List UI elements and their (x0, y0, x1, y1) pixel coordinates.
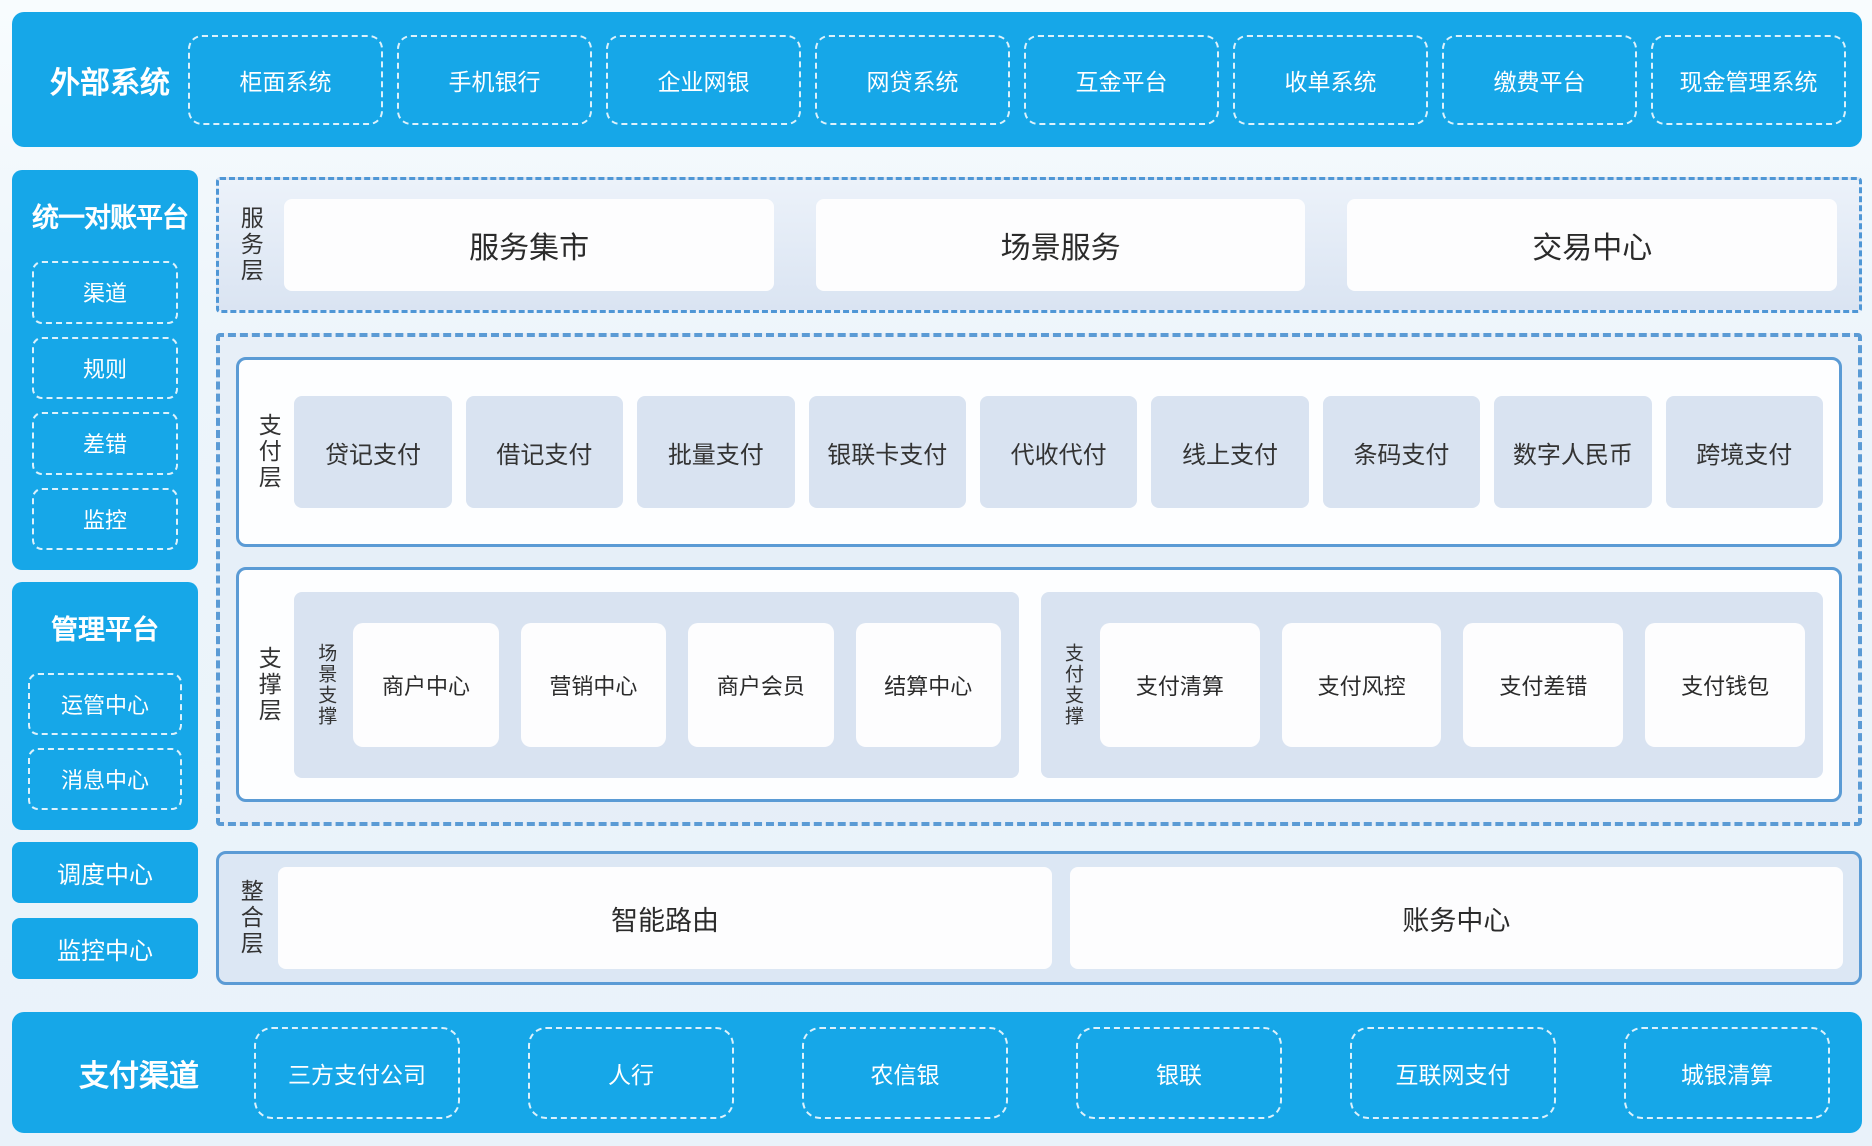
service-node: 服务集市 (284, 199, 774, 291)
scene-support-node: 商户中心 (353, 622, 499, 747)
payment-layer-items: 贷记支付借记支付批量支付银联卡支付代收代付线上支付条码支付数字人民币跨境支付 (294, 396, 1823, 508)
payment-node: 线上支付 (1151, 396, 1309, 508)
payment-support-node: 支付差错 (1463, 622, 1624, 747)
support-layer-label: 支撑层 (255, 645, 282, 724)
reconciliation-node: 监控 (32, 487, 178, 550)
payment-support-items: 支付清算支付风控支付差错支付钱包 (1099, 622, 1806, 747)
payment-channels-items: 三方支付公司人行农信银银联互联网支付城银清算 (254, 1026, 1830, 1119)
scene-support-node: 商户会员 (688, 622, 834, 747)
core-layers-wrapper: 支付层 贷记支付借记支付批量支付银联卡支付代收代付线上支付条码支付数字人民币跨境… (216, 333, 1862, 826)
management-platform-box: 管理平台 运管中心消息中心 (12, 582, 198, 830)
payment-channel-node: 三方支付公司 (254, 1026, 460, 1119)
service-layer-label: 服务层 (237, 206, 264, 284)
payment-channel-node: 城银清算 (1624, 1026, 1830, 1119)
external-system-node: 企业网银 (606, 34, 801, 125)
support-layer-box: 支撑层 场景支撑 商户中心营销中心商户会员结算中心 支付支撑 支付清算支付风控支… (236, 567, 1842, 802)
reconciliation-node: 规则 (32, 336, 178, 399)
reconciliation-node: 渠道 (32, 261, 178, 324)
external-system-node: 互金平台 (1024, 34, 1219, 125)
management-platform-title: 管理平台 (51, 615, 159, 645)
payment-support-group: 支付支撑 支付清算支付风控支付差错支付钱包 (1040, 591, 1823, 778)
reconciliation-platform-box: 统一对账平台 渠道规则差错监控 (12, 170, 198, 570)
payment-node: 代收代付 (979, 396, 1138, 508)
integration-node: 智能路由 (278, 867, 1052, 969)
service-node: 交易中心 (1347, 199, 1837, 291)
external-systems-bar: 外部系统 柜面系统手机银行企业网银网贷系统互金平台收单系统缴费平台现金管理系统 (12, 12, 1862, 147)
payment-channel-node: 互联网支付 (1350, 1026, 1556, 1119)
payment-channel-node: 农信银 (802, 1026, 1008, 1119)
external-system-node: 柜面系统 (188, 34, 383, 125)
payment-node: 借记支付 (465, 396, 624, 508)
service-layer-items: 服务集市场景服务交易中心 (284, 199, 1837, 291)
payment-channels-title: 支付渠道 (79, 1059, 199, 1093)
service-layer-section: 服务层 服务集市场景服务交易中心 (216, 177, 1862, 313)
integration-layer-section: 整合层 智能路由账务中心 (216, 851, 1862, 985)
service-node: 场景服务 (815, 199, 1306, 291)
payment-channels-bar: 支付渠道 三方支付公司人行农信银银联互联网支付城银清算 (12, 1012, 1862, 1133)
payment-node: 批量支付 (637, 396, 795, 508)
external-system-node: 手机银行 (397, 34, 592, 125)
payment-support-label: 支付支撑 (1061, 642, 1083, 727)
payment-node: 数字人民币 (1494, 396, 1652, 508)
reconciliation-platform-title: 统一对账平台 (32, 203, 189, 233)
reconciliation-node: 差错 (32, 412, 178, 475)
scene-support-label: 场景支撑 (315, 642, 337, 727)
scene-support-node: 结算中心 (855, 622, 1001, 747)
payment-support-node: 支付风控 (1281, 622, 1442, 747)
support-groups: 场景支撑 商户中心营销中心商户会员结算中心 支付支撑 支付清算支付风控支付差错支… (294, 591, 1823, 778)
standalone-node: 监控中心 (12, 918, 198, 979)
integration-layer-items: 智能路由账务中心 (278, 867, 1844, 969)
external-system-node: 现金管理系统 (1651, 34, 1846, 125)
layers-content: 服务层 服务集市场景服务交易中心 支付层 贷记支付借记支付批量支付银联卡支付代收… (216, 170, 1862, 985)
payment-channel-node: 人行 (528, 1026, 734, 1119)
external-systems-items: 柜面系统手机银行企业网银网贷系统互金平台收单系统缴费平台现金管理系统 (188, 34, 1846, 125)
external-systems-title: 外部系统 (50, 66, 170, 100)
management-items: 运管中心消息中心 (28, 673, 182, 810)
payment-channel-node: 银联 (1076, 1026, 1282, 1119)
standalone-node: 调度中心 (12, 842, 198, 903)
management-node: 消息中心 (28, 748, 182, 810)
payment-node: 贷记支付 (294, 396, 452, 508)
payment-node: 跨境支付 (1665, 396, 1823, 508)
management-node: 运管中心 (28, 673, 182, 735)
payment-layer-box: 支付层 贷记支付借记支付批量支付银联卡支付代收代付线上支付条码支付数字人民币跨境… (236, 357, 1842, 547)
payment-support-node: 支付清算 (1099, 622, 1260, 747)
scene-support-group: 场景支撑 商户中心营销中心商户会员结算中心 (294, 591, 1019, 778)
diagram-body: 统一对账平台 渠道规则差错监控 管理平台 运管中心消息中心 调度中心监控中心 服… (12, 170, 1862, 985)
payment-layer-label: 支付层 (255, 413, 282, 491)
payment-node: 条码支付 (1322, 396, 1481, 508)
scene-support-items: 商户中心营销中心商户会员结算中心 (353, 622, 1001, 747)
payment-node: 银联卡支付 (808, 396, 966, 508)
external-system-node: 缴费平台 (1442, 34, 1637, 125)
integration-node: 账务中心 (1069, 867, 1844, 969)
scene-support-node: 营销中心 (520, 622, 667, 747)
external-system-node: 网贷系统 (815, 34, 1010, 125)
external-system-node: 收单系统 (1233, 34, 1428, 125)
integration-layer-label: 整合层 (237, 879, 264, 957)
standalone-boxes: 调度中心监控中心 (12, 842, 198, 979)
reconciliation-items: 渠道规则差错监控 (32, 261, 178, 550)
payment-support-node: 支付钱包 (1645, 622, 1806, 747)
left-sidebar: 统一对账平台 渠道规则差错监控 管理平台 运管中心消息中心 调度中心监控中心 (12, 170, 198, 985)
